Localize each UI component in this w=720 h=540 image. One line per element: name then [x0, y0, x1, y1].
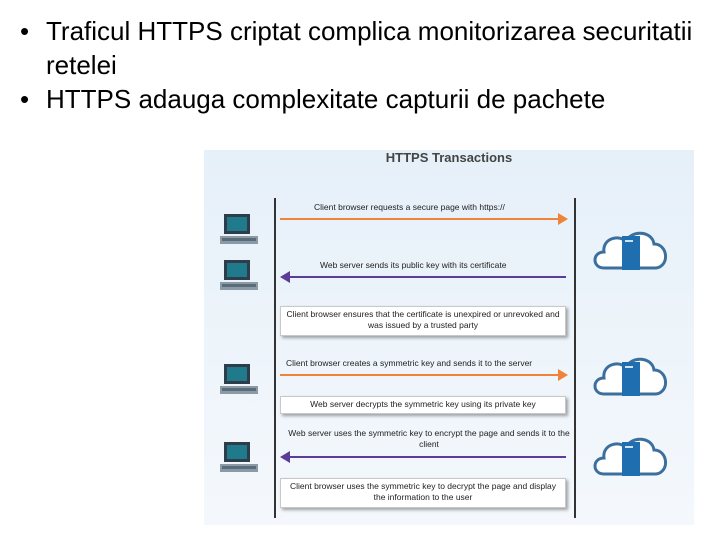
arrow-head-icon [280, 271, 290, 283]
client-computer-icon [220, 442, 258, 472]
https-transactions-diagram: HTTPS Transactions Client browser reques… [204, 150, 694, 525]
message-label: Client browser requests a secure page wi… [314, 202, 505, 212]
bullet-dot: • [20, 84, 30, 114]
client-computer-icon [220, 364, 258, 394]
step-box: Web server decrypts the symmetric key us… [280, 396, 566, 414]
client-timeline [274, 198, 276, 518]
request-arrow [280, 213, 568, 225]
bullet-text: Traficul HTTPS criptat complica monitori… [46, 16, 693, 80]
arrow-head-icon [280, 451, 290, 463]
client-computer-icon [220, 260, 258, 290]
message-label: Client browser creates a symmetric key a… [286, 358, 533, 368]
bullet-dot: • [20, 16, 30, 46]
server-timeline [574, 198, 576, 518]
message-label: Web server uses the symmetric key to enc… [288, 428, 570, 449]
bullet-list: • Traficul HTTPS criptat complica monito… [18, 14, 708, 116]
request-arrow [280, 369, 568, 381]
bullet-item: • Traficul HTTPS criptat complica monito… [18, 14, 708, 82]
arrow-head-icon [558, 369, 568, 381]
web-server-cloud-icon [593, 437, 667, 476]
response-arrow [280, 271, 566, 283]
diagram-title: HTTPS Transactions [385, 150, 513, 165]
client-computer-icon [220, 214, 258, 244]
bullet-item: • HTTPS adauga complexitate capturii de … [18, 82, 708, 116]
web-server-cloud-icon [593, 357, 667, 396]
web-server-cloud-icon [593, 231, 667, 270]
message-label: Web server sends its public key with its… [320, 260, 507, 270]
bullet-text: HTTPS adauga complexitate capturii de pa… [46, 84, 606, 114]
step-box: Client browser uses the symmetric key to… [280, 478, 566, 508]
step-box: Client browser ensures that the certific… [280, 306, 566, 336]
response-arrow [280, 451, 566, 463]
arrow-head-icon [558, 213, 568, 225]
